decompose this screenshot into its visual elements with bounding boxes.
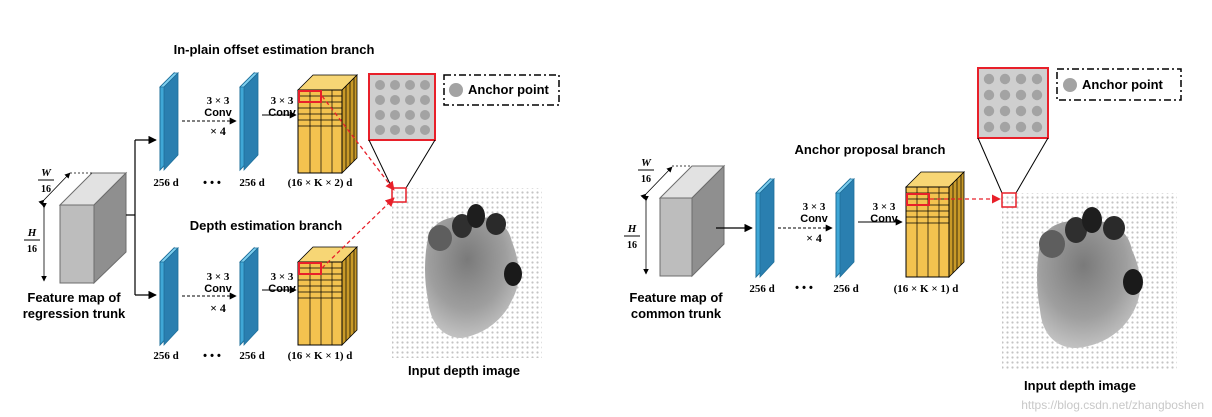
height-denominator: 16: [27, 244, 37, 255]
highlight-cell: [298, 262, 322, 275]
trunk-label-line1: Feature map of: [629, 290, 723, 305]
channel-label: 256 d: [153, 350, 178, 362]
width-denominator: 16: [41, 184, 51, 195]
trunk-label-line1: Feature map of: [27, 290, 121, 305]
anchor-branch-title: Anchor proposal branch: [795, 142, 946, 157]
depth-branch: 256 d • • • 3 × 3 Conv × 4 256 d 3 × 3 C…: [153, 246, 358, 362]
conv-plate: [835, 177, 855, 279]
conv-kernel-label: 3 × 3: [271, 271, 294, 283]
input-depth-image: [391, 187, 542, 358]
right-panel: Anchor proposal branch W 16 H 16 Feature…: [624, 67, 1182, 393]
conv-plate: [159, 71, 179, 172]
channel-label: 256 d: [749, 283, 774, 295]
channel-label: 256 d: [239, 350, 264, 362]
depth-branch-title: Depth estimation branch: [190, 218, 342, 233]
conv-kernel-label: 3 × 3: [207, 95, 230, 107]
anchor-cell: [1001, 192, 1017, 208]
common-trunk-feature-map: [658, 164, 726, 278]
channel-label: 256 d: [153, 177, 178, 189]
offset-branch: 256 d • • • 3 × 3 Conv × 4 256 d 3 × 3 C…: [153, 71, 358, 189]
anchor-cell: [391, 187, 407, 203]
height-symbol: H: [627, 223, 637, 235]
highlight-cell: [906, 193, 930, 206]
conv-plate: [159, 246, 179, 347]
conv-repeat-label: × 4: [210, 124, 226, 138]
offset-branch-title: In-plain offset estimation branch: [174, 42, 375, 57]
conv-word-label: Conv: [268, 283, 296, 295]
hand-silhouette: [1037, 220, 1141, 348]
width-symbol: W: [41, 167, 52, 179]
left-panel: In-plain offset estimation branch Depth …: [23, 42, 560, 378]
conv-kernel-label: 3 × 3: [803, 201, 826, 213]
conv-plate: [755, 177, 775, 279]
anchor-legend-label: Anchor point: [468, 82, 550, 97]
regression-trunk-feature-map: [58, 171, 128, 285]
width-symbol: W: [641, 157, 652, 169]
anchor-zoom-box: [368, 73, 436, 189]
conv-word-label: Conv: [268, 107, 296, 119]
ellipsis: • • •: [203, 350, 221, 362]
anchor-legend: Anchor point: [1056, 68, 1182, 101]
input-caption: Input depth image: [408, 363, 520, 378]
conv-word-label: Conv: [204, 107, 232, 119]
input-caption: Input depth image: [1024, 378, 1136, 393]
channel-label: 256 d: [239, 177, 264, 189]
conv-word-label: Conv: [800, 213, 828, 225]
conv-repeat-label: × 4: [806, 231, 822, 245]
height-denominator: 16: [627, 240, 637, 251]
depth-output-dim: (16 × K × 1) d: [288, 350, 353, 362]
ellipsis: • • •: [203, 177, 221, 189]
conv-kernel-label: 3 × 3: [271, 95, 294, 107]
conv-word-label: Conv: [870, 213, 898, 225]
conv-kernel-label: 3 × 3: [873, 201, 896, 213]
branch-connector: [126, 135, 157, 300]
trunk-label-line2: regression trunk: [23, 306, 126, 321]
conv-repeat-label: × 4: [210, 301, 226, 315]
watermark: https://blog.csdn.net/zhangboshen: [1021, 398, 1204, 412]
offset-output-stack: [297, 74, 358, 174]
depth-output-stack: [297, 246, 358, 346]
conv-kernel-label: 3 × 3: [207, 271, 230, 283]
conv-word-label: Conv: [204, 283, 232, 295]
height-symbol: H: [27, 227, 37, 239]
trunk-dimension-labels: W 16 H 16: [624, 157, 692, 275]
anchor-output-dim: (16 × K × 1) d: [894, 283, 959, 295]
conv-plate: [239, 246, 259, 347]
anchor-legend: Anchor point: [443, 74, 560, 106]
anchor-legend-label: Anchor point: [1082, 77, 1164, 92]
anchor-zoom-box: [977, 67, 1049, 194]
ellipsis: • • •: [795, 282, 813, 294]
conv-plate: [239, 71, 259, 172]
width-denominator: 16: [641, 174, 651, 185]
offset-output-dim: (16 × K × 2) d: [288, 177, 353, 189]
highlight-cell: [298, 90, 322, 103]
input-depth-image: [1001, 192, 1177, 371]
trunk-dimension-labels: W 16 H 16: [24, 167, 92, 282]
channel-label: 256 d: [833, 283, 858, 295]
anchor-output-stack: [905, 171, 965, 278]
trunk-label-line2: common trunk: [631, 306, 722, 321]
